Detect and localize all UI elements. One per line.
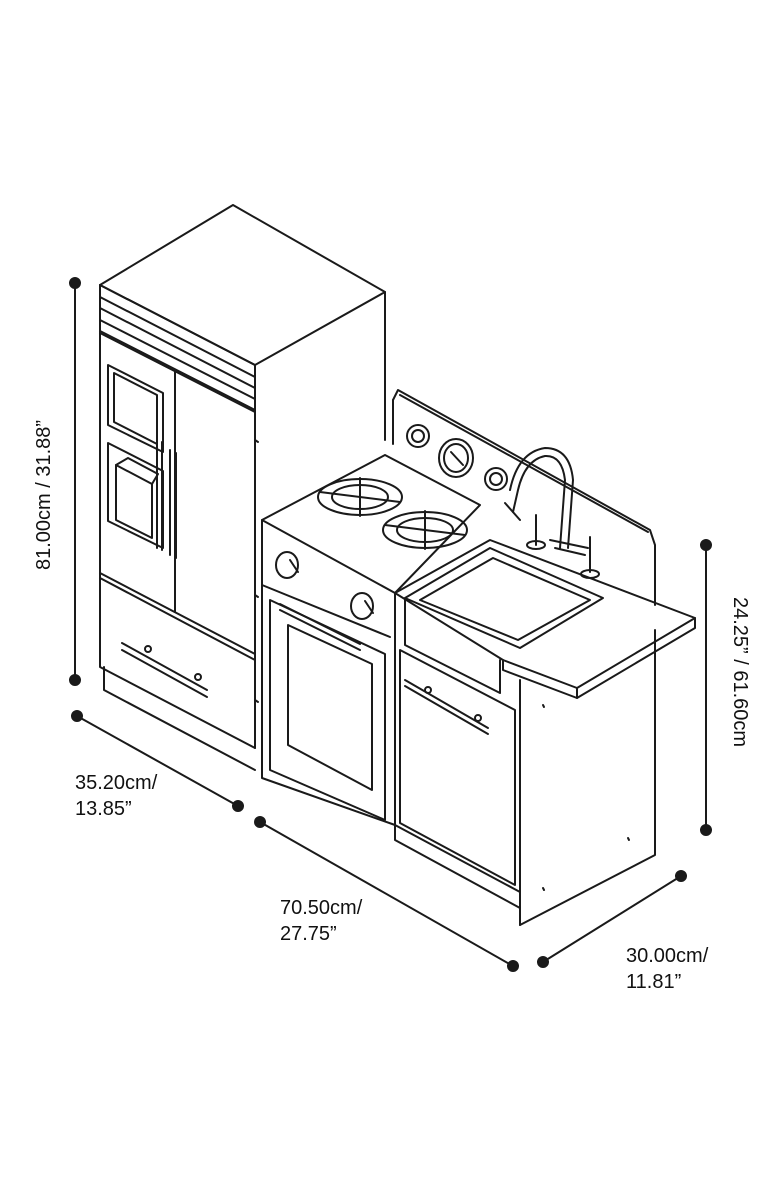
height-counter-text: 24.25” / 61.60cm [729,597,751,748]
dimension-lines [69,277,712,972]
width-total-line1: 70.50cm/ [280,897,363,919]
refrigerator-unit [99,204,386,771]
height-total-label: 81.00cm / 31.88” [31,420,57,570]
height-counter-label: 24.25” / 61.60cm [727,597,753,747]
depth-fridge-line2: 13.85” [75,798,132,820]
width-total-label: 70.50cm/ 27.75” [280,895,362,947]
depth-counter-label: 30.00cm/ 11.81” [626,943,708,995]
height-total-text: 81.00cm / 31.88” [33,419,55,570]
depth-counter-line2: 11.81” [626,971,682,993]
depth-counter-line1: 30.00cm/ [626,945,709,967]
width-total-line2: 27.75” [280,923,337,945]
depth-fridge-label: 35.20cm/ 13.85” [75,770,157,822]
backsplash [392,389,656,606]
depth-fridge-line1: 35.20cm/ [75,772,158,794]
stove-unit [261,454,481,826]
sink-cabinet [394,447,696,926]
